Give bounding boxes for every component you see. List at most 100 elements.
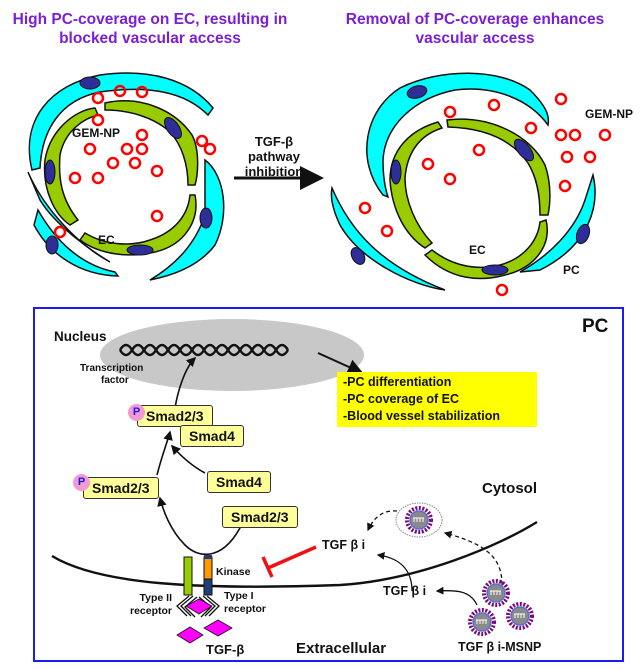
inhibitor-released-label: TGF β i	[383, 584, 426, 598]
endothelial-cell	[78, 194, 197, 256]
type2-receptor	[183, 556, 193, 596]
gem-np-label-left: GEM-NP	[72, 126, 120, 140]
nanoparticle	[495, 283, 509, 297]
endothelial-cell	[423, 219, 548, 280]
phosphate-icon: P	[128, 404, 145, 421]
nanoparticle	[421, 157, 435, 171]
pericyte-cell	[366, 72, 550, 199]
ligand-label: TGF-β	[206, 642, 244, 657]
msnp-nanoparticle-icon	[405, 506, 433, 534]
msnp-group	[405, 506, 534, 636]
inhibitor-inside-label: TGF β i	[322, 538, 365, 552]
smad23-phospho: Smad2/3	[83, 477, 159, 499]
endothelial-cell	[446, 118, 551, 216]
nanoparticle	[120, 142, 134, 156]
endothelial-cell	[43, 107, 100, 226]
outcome-item: -PC differentiation	[343, 375, 452, 389]
type1-receptor-label-2: receptor	[224, 603, 266, 615]
type1-receptor-base	[203, 578, 213, 596]
nanoparticle	[558, 179, 572, 193]
extracellular-label: Extracellular	[296, 640, 386, 657]
pericyte-nucleus	[575, 223, 591, 245]
nanoparticle	[128, 156, 142, 170]
msnp-nanoparticle-icon	[506, 602, 534, 630]
cytosol-label: Cytosol	[482, 480, 537, 497]
inhibition-line	[267, 545, 317, 570]
nanoparticle	[91, 171, 105, 185]
tgf-beta-ligand	[185, 598, 213, 615]
pc-label-right: PC	[563, 263, 580, 277]
nanoparticle	[113, 84, 127, 98]
pericyte-nucleus	[350, 247, 366, 265]
nanoparticle	[487, 98, 501, 112]
gem-np-label-right: GEM-NP	[585, 107, 633, 121]
nanoparticle	[68, 171, 82, 185]
nanoparticle	[560, 150, 574, 164]
tgf-beta-ligand	[176, 626, 204, 644]
outcomes-box: -PC differentiation -PC coverage of EC -…	[337, 372, 537, 427]
pericyte-cell	[519, 172, 596, 273]
left-vessel	[27, 72, 225, 281]
arrow-smad4-join	[170, 444, 206, 474]
nucleus-label: Nucleus	[54, 329, 107, 344]
cell-membrane	[51, 520, 538, 588]
pathway-panel	[33, 307, 624, 662]
arrow-label-line2: pathway	[248, 149, 301, 164]
transition-arrow: TGF-β pathway inhibition	[234, 134, 324, 190]
pericyte-nucleus	[79, 76, 101, 90]
ec-label-right: EC	[469, 243, 486, 257]
nanoparticle	[203, 142, 217, 156]
pericyte-cell	[149, 158, 225, 281]
msnp-nanoparticle-icon	[482, 579, 510, 607]
type2-receptor-label-2: receptor	[130, 605, 172, 617]
right-vessel	[330, 72, 596, 291]
right-panel-title: Removal of PC-coverage enhances vascular…	[345, 11, 605, 47]
nanoparticle	[380, 224, 394, 238]
outcome-item: -PC coverage of EC	[343, 392, 460, 406]
pathway-graphics	[51, 319, 538, 644]
pericyte-nucleus	[199, 207, 213, 229]
nanoparticle	[524, 121, 538, 135]
arrow-label-line3: inhibition	[245, 164, 304, 179]
nanoparticle	[472, 143, 486, 157]
endothelial-nucleus	[390, 159, 402, 185]
nanoparticle	[568, 128, 582, 142]
smad23-unphosphorylated: Smad2/3	[222, 506, 298, 528]
nanoparticle	[91, 113, 105, 127]
type2-receptor-label-1: Type II	[140, 592, 173, 604]
arrow-inhibitor-release	[435, 586, 478, 606]
transcription-factor-label-1: Transcription	[80, 363, 144, 374]
nanoparticle	[91, 91, 105, 105]
kinase-label: Kinase	[216, 566, 251, 578]
smad23-phospho-complex: Smad2/3	[137, 405, 213, 427]
right-nanoparticles	[358, 92, 612, 297]
outcome-item: -Blood vessel stabilization	[343, 409, 500, 423]
outcome-arrow	[317, 352, 364, 375]
type1-receptor-label-1: Type I	[224, 590, 254, 602]
pericyte-cell	[330, 185, 446, 291]
nanoparticle	[443, 172, 457, 186]
endothelial-nucleus	[513, 138, 535, 162]
msnp-label: TGF β i-MSNP	[458, 640, 541, 654]
nanoparticle	[358, 201, 372, 215]
arrow-to-complex	[156, 430, 173, 476]
nanoparticle	[150, 164, 164, 178]
nanoparticle	[53, 225, 67, 239]
dashed-arrow-endocytosis	[443, 530, 503, 586]
nanoparticle	[598, 128, 612, 142]
nanoparticle	[83, 142, 97, 156]
arrow-inhibitor-cross	[376, 552, 413, 592]
pericyte-nucleus	[45, 235, 59, 255]
nanoparticle	[135, 128, 149, 142]
nanoparticle	[106, 156, 120, 170]
arrow-phosphorylation	[157, 496, 244, 556]
nanoparticle	[135, 85, 149, 99]
msnp-nanoparticle-icon	[468, 608, 496, 636]
transcription-factor-label-2: factor	[101, 375, 129, 386]
endothelial-nucleus	[481, 264, 509, 276]
left-nanoparticles	[53, 84, 217, 239]
phosphate-icon: P	[73, 474, 90, 491]
pericyte-nucleus	[406, 85, 428, 99]
smad4-complex: Smad4	[180, 425, 244, 447]
